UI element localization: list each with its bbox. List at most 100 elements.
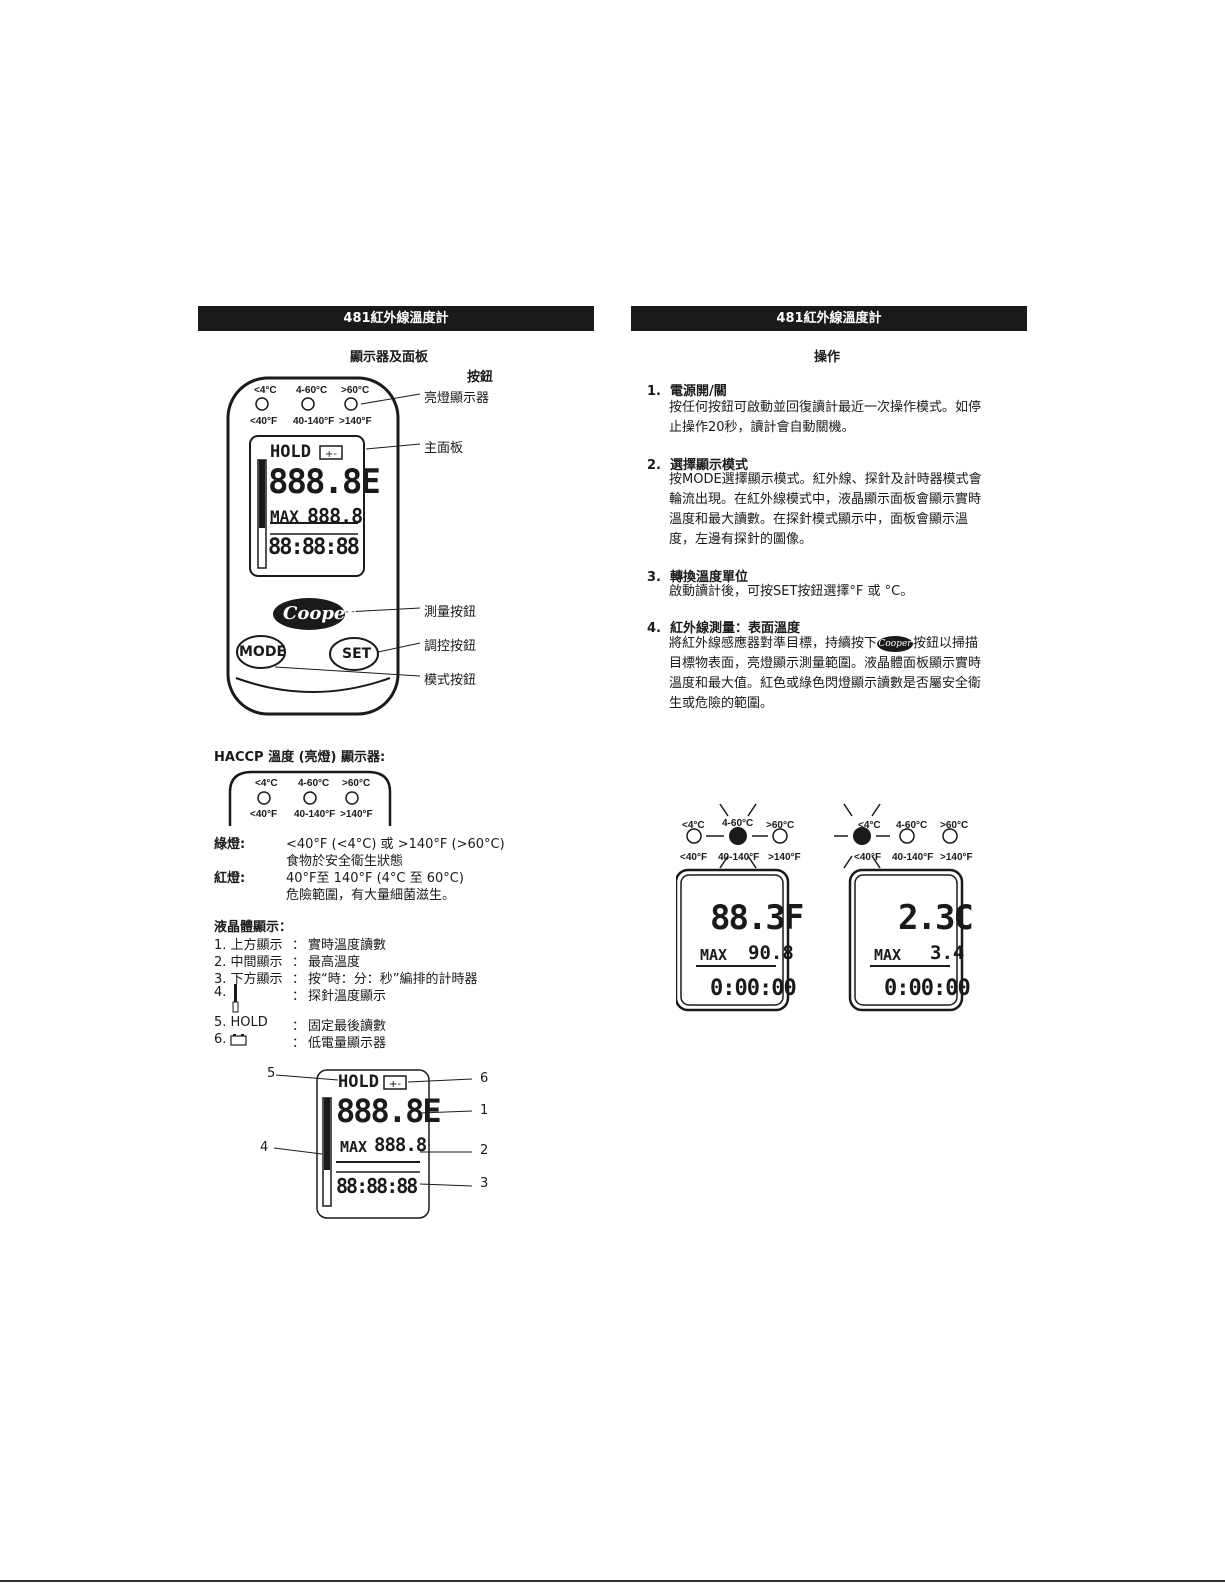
svg-text:+-: +- <box>325 449 337 460</box>
lcd-diagram: +- <box>273 1069 473 1219</box>
lcd-item-3-desc: 按“時：分：秒”編排的計時器 <box>308 972 478 987</box>
diagram-label-3: 3 <box>480 1176 489 1191</box>
led-label-c-high: >60°C <box>341 385 370 396</box>
section-2-body: 按MODE選擇顯示模式。紅外線、探針及計時器模式會 輪流出現。在紅外線模式中，液… <box>669 472 982 547</box>
haccp-led-f-low: <40°F <box>250 809 278 820</box>
probe-mini-icon <box>232 984 239 1013</box>
ex1-led-c-high: >60°C <box>766 820 795 831</box>
buttons-label: 按鈕 <box>467 370 494 385</box>
left-header-bar: 481紅外線溫度計 <box>198 306 594 331</box>
right-subtitle: 操作 <box>814 350 841 365</box>
lcd-item-5-num: 5. HOLD <box>214 1015 268 1030</box>
diagram-max-value: 888.8 <box>374 1134 427 1156</box>
lcd-item-5-sep: ： <box>292 1019 306 1034</box>
diagram-hold: HOLD <box>338 1072 379 1092</box>
haccp-led-f-mid: 40-140°F <box>294 809 336 820</box>
diagram-label-4: 4 <box>260 1140 269 1155</box>
led-label-c-low: <4°C <box>254 385 277 396</box>
cooper-button-icon: Cooper <box>877 635 914 652</box>
lcd-item-2-desc: 最高溫度 <box>308 955 361 970</box>
ex2-led-f-mid: 40-140°F <box>892 852 934 863</box>
lcd-item-2-sep: ： <box>292 955 306 970</box>
ex1-led-c-mid: 4-60°C <box>722 818 754 829</box>
right-header-bar: 481紅外線溫度計 <box>631 306 1027 331</box>
led-label-f-high: >140°F <box>339 416 372 427</box>
lcd-item-1-desc: 實時溫度讀數 <box>308 938 387 953</box>
ex2-led-c-low: <4°C <box>858 820 881 831</box>
diagram-label-5: 5 <box>267 1066 276 1081</box>
diagram-timer: 88:88:88 <box>336 1174 418 1198</box>
left-header-title: 481紅外線溫度計 <box>343 311 449 326</box>
lcd-section-title: 液晶體顯示： <box>214 920 293 935</box>
ex1-led-c-low: <4°C <box>682 820 705 831</box>
cooper-measure-button[interactable] <box>273 598 345 630</box>
left-subtitle: 顯示器及面板 <box>350 350 429 365</box>
lcd-item-2-num: 2. 中間顯示 <box>214 955 283 970</box>
led-high <box>344 397 358 411</box>
lcd-timer: 88:88:88 <box>268 535 360 560</box>
ex2-led-f-high: >140°F <box>940 852 973 863</box>
ex1-timer: 0:00:00 <box>710 976 797 1001</box>
led-mid <box>301 397 315 411</box>
set-button[interactable] <box>329 637 379 671</box>
lcd-hold: HOLD <box>270 442 311 462</box>
ex1-led-f-low: <40°F <box>680 852 708 863</box>
ex2-main-reading: 2.3C <box>898 898 974 938</box>
lcd-frame <box>249 435 365 577</box>
ex1-max-label: MAX <box>700 946 728 964</box>
led-low <box>255 397 269 411</box>
ex1-led-f-mid: 40-140°F <box>718 852 760 863</box>
diagram-label-1: 1 <box>480 1103 489 1118</box>
green-line2: 食物於安全衛生狀態 <box>286 854 404 869</box>
section-3-body: 啟動讀計後，可按SET按鈕選擇°F 或 °C。 <box>669 584 914 599</box>
lcd-item-4-desc: 探針溫度顯示 <box>308 989 387 1004</box>
mode-button-label: MODE <box>239 644 287 660</box>
lcd-item-6-num: 6. <box>214 1032 227 1047</box>
lcd-max-value: 888.8 <box>307 504 363 528</box>
ex2-max-label: MAX <box>874 946 902 964</box>
ex2-timer: 0:00:00 <box>884 976 971 1001</box>
green-line1: <40°F (<4°C) 或 >140°F (>60°C) <box>286 837 505 852</box>
lcd-item-5-desc: 固定最後讀數 <box>308 1019 387 1034</box>
ex2-led-c-high: >60°C <box>940 820 969 831</box>
section-4-body: 將紅外線感應器對準目標，持續按下Cooper按鈕以掃描 目標物表面，亮燈顯示測量… <box>669 634 1019 714</box>
section-4-heading: 4. 紅外線測量：表面溫度 <box>647 621 801 636</box>
ex2-led-f-low: <40°F <box>854 852 882 863</box>
haccp-led-c-high: >60°C <box>342 778 371 789</box>
lcd-main-reading: 888.8E <box>268 462 381 502</box>
section-4-line-1: 將紅外線感應器對準目標，持續按下Cooper按鈕以掃描 <box>669 635 979 652</box>
red-line1: 40°F至 140°F (4°C 至 60°C) <box>286 871 464 886</box>
lcd-item-6-sep: ： <box>292 1036 306 1051</box>
led-label-c-mid: 4-60°C <box>296 385 328 396</box>
diagram-label-2: 2 <box>480 1143 489 1158</box>
section-2-heading: 2. 選擇顯示模式 <box>647 458 749 473</box>
lcd-item-4-sep: ： <box>292 989 306 1004</box>
ex1-max-value: 90.8 <box>748 942 794 964</box>
callout-led: 亮燈顯示器 <box>424 391 490 406</box>
lcd-item-1-sep: ： <box>292 938 306 953</box>
battery-icon <box>319 445 343 460</box>
ex2-max-value: 3.4 <box>930 942 965 964</box>
lcd-item-1-num: 1. 上方顯示 <box>214 938 283 953</box>
page-bottom-rule <box>0 1580 1225 1582</box>
callout-mode-button: 模式按鈕 <box>424 673 477 688</box>
ex1-main-reading: 88.3F <box>710 898 804 938</box>
red-label: 紅燈: <box>214 871 246 886</box>
right-header-title: 481紅外線溫度計 <box>776 311 882 326</box>
ex1-led-f-high: >140°F <box>768 852 801 863</box>
led-label-f-mid: 40-140°F <box>293 416 335 427</box>
lcd-item-3-sep: ： <box>292 972 306 987</box>
lcd-item-4-num: 4. <box>214 985 227 1000</box>
lcd-item-6-desc: 低電量顯示器 <box>308 1036 387 1051</box>
green-label: 綠燈: <box>214 837 246 852</box>
ex2-led-c-mid: 4-60°C <box>896 820 928 831</box>
haccp-led-panel <box>228 770 392 826</box>
callout-main-panel: 主面板 <box>424 441 464 456</box>
mode-button[interactable] <box>236 635 286 669</box>
haccp-led-c-mid: 4-60°C <box>298 778 330 789</box>
diagram-label-6: 6 <box>480 1071 489 1086</box>
lcd-item-3-num: 3. 下方顯示 <box>214 972 283 987</box>
haccp-title: HACCP 溫度 (亮燈) 顯示器: <box>214 750 386 765</box>
callout-measure-button: 測量按鈕 <box>424 605 477 620</box>
battery-mini-icon <box>230 1034 247 1046</box>
